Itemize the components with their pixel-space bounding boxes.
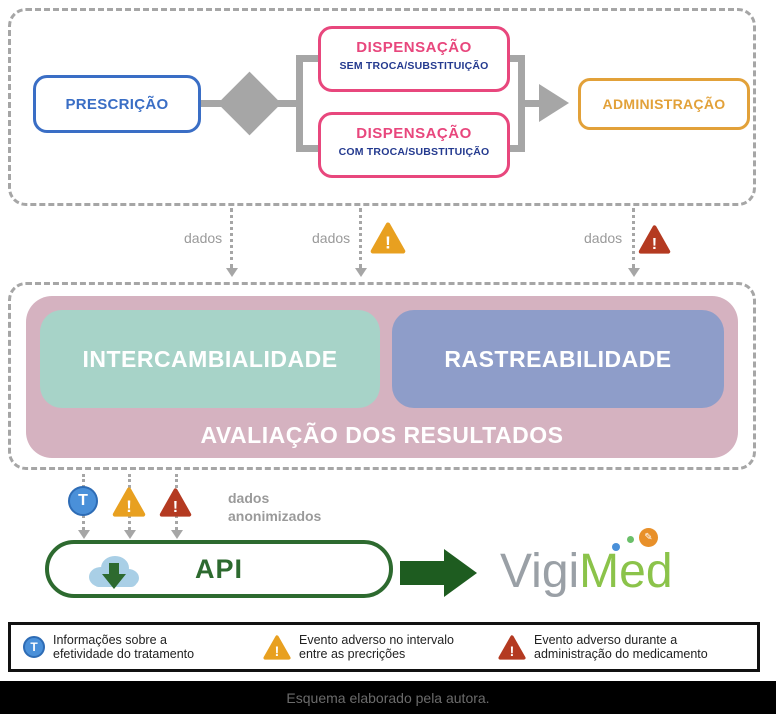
svg-text:!: !	[173, 498, 178, 516]
dotted-arrow-1	[230, 208, 233, 268]
legend-box: T Informações sobre a efetividade do tra…	[8, 622, 760, 672]
legend-text-red: Evento adverso durante a administração d…	[534, 632, 708, 661]
dotted-arrow-3	[632, 208, 635, 268]
svg-text:!: !	[510, 642, 515, 658]
api-dotted-arrow-1-head	[78, 530, 90, 539]
arrow-right-icon	[539, 84, 569, 122]
dados-anonimizados-label: dados anonimizados	[228, 490, 322, 524]
warning-red-icon: !	[638, 225, 671, 254]
prescricao-node: PRESCRIÇÃO	[33, 75, 201, 133]
caption-text: Esquema elaborado pela autora.	[286, 689, 490, 706]
branch-stub-bottom-right	[510, 145, 525, 152]
t-glyph: T	[30, 640, 38, 654]
warning-red-icon: !	[498, 634, 526, 660]
process-section-frame	[8, 8, 756, 206]
connector-diamond-branch	[268, 100, 302, 107]
warning-orange-icon: !	[263, 634, 291, 660]
pencil-glyph: ✎	[644, 532, 653, 543]
administracao-label: ADMINISTRAÇÃO	[602, 96, 726, 112]
warning-red-icon: !	[159, 488, 192, 517]
dispensacao-com-title: DISPENSAÇÃO	[356, 125, 472, 142]
green-arrow-shaft	[400, 561, 444, 585]
legend-item-red: ! Evento adverso durante a administração…	[498, 633, 745, 662]
administracao-node: ADMINISTRAÇÃO	[578, 78, 750, 130]
vigimed-pencil-icon: ✎	[639, 528, 658, 547]
branch-left-bracket	[296, 55, 303, 152]
branch-right-bracket	[518, 55, 525, 152]
avaliacao-label: AVALIAÇÃO DOS RESULTADOS	[200, 422, 564, 448]
svg-text:!: !	[652, 235, 657, 253]
legend-item-t: T Informações sobre a efetividade do tra…	[23, 633, 263, 662]
dotted-arrow-1-head	[226, 268, 238, 277]
warning-orange-icon: !	[370, 222, 406, 254]
svg-text:!: !	[275, 642, 280, 658]
green-arrow-icon	[444, 549, 477, 597]
connector-prescricao-diamond	[198, 100, 228, 107]
dados-label-3: dados	[584, 230, 623, 246]
branch-stub-top-left	[303, 55, 318, 62]
caption-bar: Esquema elaborado pela autora.	[0, 681, 776, 714]
vigimed-blue-dot-icon	[612, 543, 620, 551]
legend-item-orange: ! Evento adverso no intervalo entre as p…	[263, 633, 498, 662]
svg-text:!: !	[126, 497, 132, 516]
t-circle-icon: T	[68, 486, 98, 516]
branch-stub-bottom-left	[303, 145, 318, 152]
api-dotted-arrow-2-head	[124, 530, 136, 539]
api-dotted-arrow-3-head	[171, 530, 183, 539]
svg-text:!: !	[385, 233, 391, 253]
rastreabilidade-block: RASTREABILIDADE	[392, 310, 724, 408]
t-circle-icon: T	[23, 636, 45, 658]
intercambialidade-block: INTERCAMBIALIDADE	[40, 310, 380, 408]
dispensacao-sem-title: DISPENSAÇÃO	[356, 39, 472, 56]
vigimed-logo: VigiMed	[500, 544, 673, 599]
connector-to-arrow	[525, 100, 541, 107]
dados-label-2: dados	[312, 230, 351, 246]
prescricao-label: PRESCRIÇÃO	[65, 95, 169, 113]
legend-text-orange: Evento adverso no intervalo entre as pre…	[299, 632, 454, 661]
dispensacao-com-subtitle: COM TROCA/SUBSTITUIÇÃO	[338, 146, 490, 158]
vigimed-green-dot-icon	[627, 536, 634, 543]
dotted-arrow-3-head	[628, 268, 640, 277]
dotted-arrow-2-head	[355, 268, 367, 277]
warning-orange-icon: !	[112, 487, 146, 517]
dados-label-1: dados	[184, 230, 223, 246]
vigimed-part2: Med	[579, 545, 673, 598]
legend-text-t: Informações sobre a efetividade do trata…	[53, 632, 195, 661]
dotted-arrow-2	[359, 208, 362, 268]
dispensacao-sem-troca-node: DISPENSAÇÃO SEM TROCA/SUBSTITUIÇÃO	[318, 26, 510, 92]
branch-stub-top-right	[510, 55, 525, 62]
rastreabilidade-label: RASTREABILIDADE	[444, 345, 672, 372]
api-label: API	[194, 553, 243, 584]
results-section-frame	[8, 282, 756, 470]
vigimed-part1: Vigi	[500, 545, 580, 598]
t-glyph: T	[78, 492, 88, 509]
cloud-download-icon	[89, 556, 139, 589]
dispensacao-com-troca-node: DISPENSAÇÃO COM TROCA/SUBSTITUIÇÃO	[318, 112, 510, 178]
intercambialidade-label: INTERCAMBIALIDADE	[82, 345, 338, 372]
dispensacao-sem-subtitle: SEM TROCA/SUBSTITUIÇÃO	[339, 60, 489, 72]
api-box: API	[45, 540, 393, 598]
